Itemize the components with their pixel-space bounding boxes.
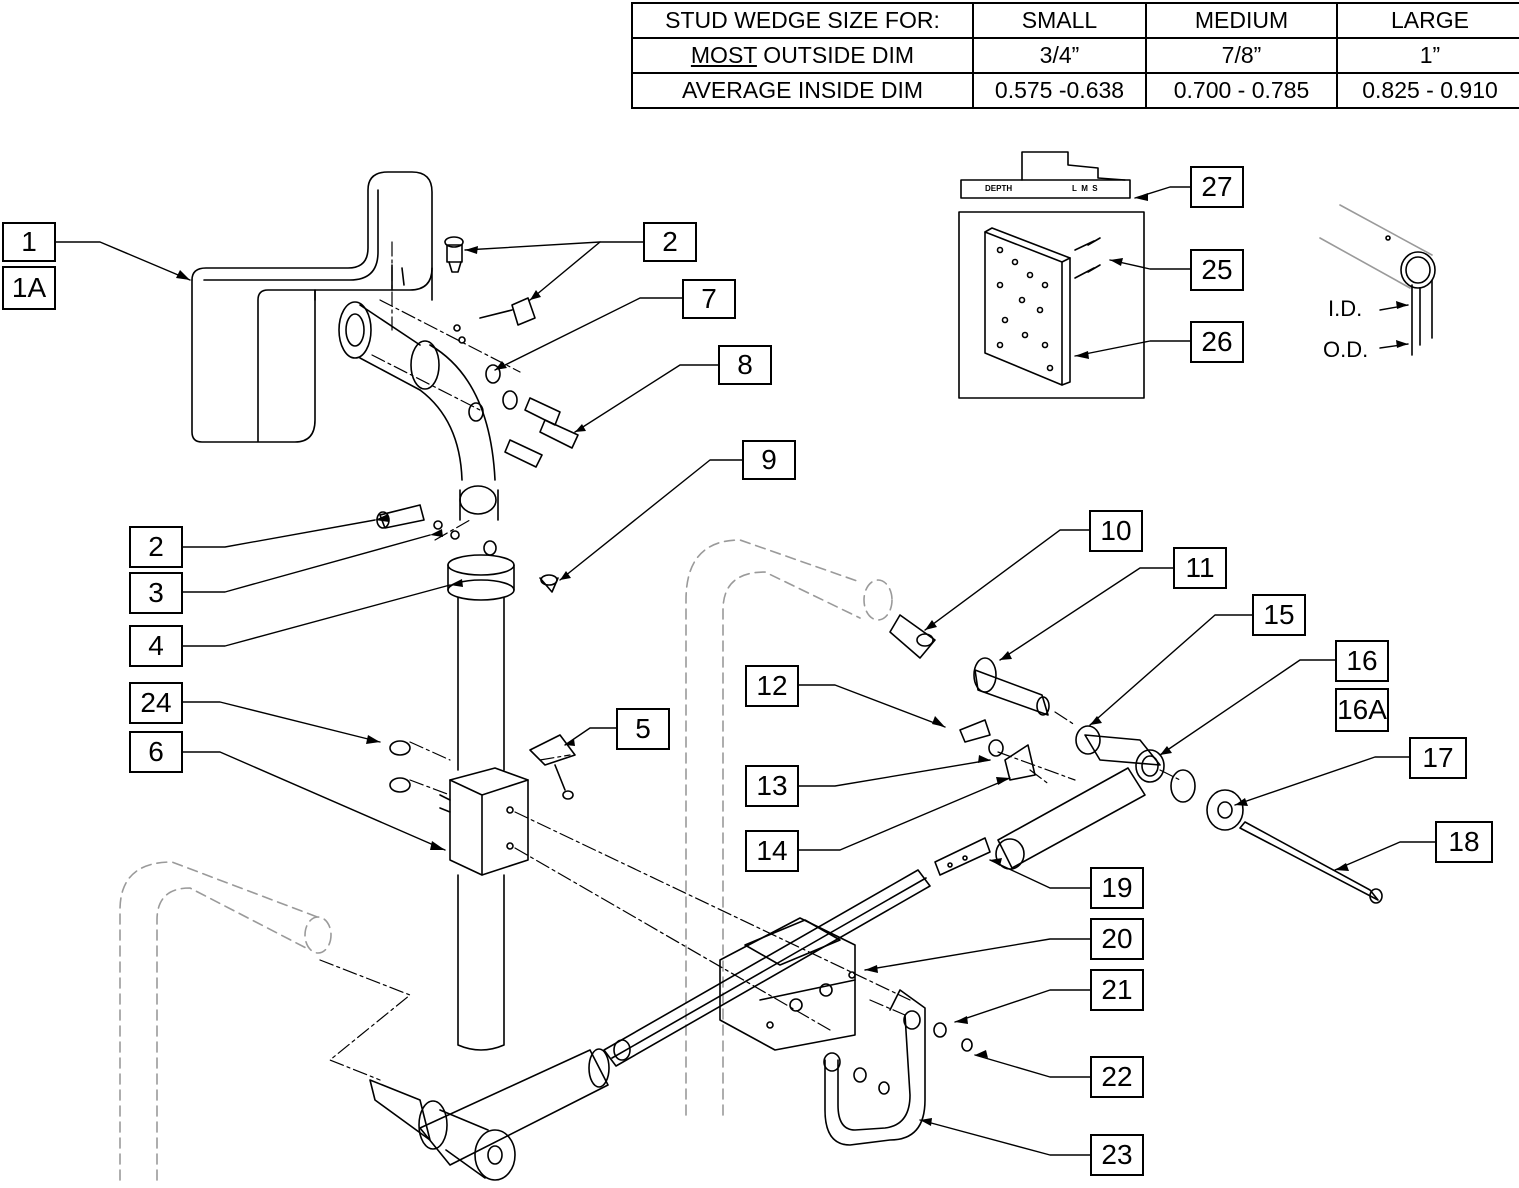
center-lines xyxy=(319,241,1181,1081)
bail-handle xyxy=(823,989,973,1146)
outside-diameter-label: O.D. xyxy=(1323,337,1369,362)
phantom-frame-right xyxy=(119,539,893,1181)
size-table-header-row: STUD WEDGE SIZE FOR: SMALL MEDIUM LARGE xyxy=(631,2,1519,39)
callout-16a: 16A xyxy=(1335,688,1389,732)
callout-23: 23 xyxy=(1090,1134,1144,1176)
tube-illustration xyxy=(1319,204,1436,356)
size-table-header-cell: STUD WEDGE SIZE FOR: xyxy=(631,2,974,39)
clamp-block xyxy=(439,767,529,876)
size-table-row-label: MOST OUTSIDE DIM xyxy=(631,37,974,74)
callout-22: 22 xyxy=(1090,1056,1144,1098)
swing-arm-tubes xyxy=(889,614,1383,904)
front-tube xyxy=(369,1048,610,1181)
size-table-header-cell: SMALL xyxy=(972,2,1147,39)
callout-14: 14 xyxy=(745,830,799,872)
vertical-post xyxy=(447,554,515,1051)
callout-4: 4 xyxy=(129,625,183,667)
callout-7: 7 xyxy=(682,279,736,319)
callout-25: 25 xyxy=(1190,249,1244,291)
callout-13: 13 xyxy=(745,765,799,807)
callout-1: 1 xyxy=(2,222,56,262)
callout-8: 8 xyxy=(718,345,772,385)
inside-diameter-label: I.D. xyxy=(1328,296,1363,321)
size-table-cell: 1” xyxy=(1336,37,1519,74)
callout-3: 3 xyxy=(129,572,183,614)
size-table-cell: 0.575 -0.638 xyxy=(972,72,1147,109)
callout-12: 12 xyxy=(745,665,799,707)
wedge-plate-box xyxy=(958,211,1145,399)
size-table-cell: 3/4” xyxy=(972,37,1147,74)
callout-26: 26 xyxy=(1190,321,1244,363)
size-table-row-outside-dim: MOST OUTSIDE DIM 3/4” 7/8” 1” xyxy=(631,37,1519,74)
hardware-top xyxy=(391,236,579,468)
callout-16: 16 xyxy=(1335,640,1389,682)
hardware-left xyxy=(376,504,576,800)
callout-1a: 1A xyxy=(2,266,56,310)
callout-10: 10 xyxy=(1089,510,1143,552)
lower-rail xyxy=(603,869,931,1067)
callout-9: 9 xyxy=(742,440,796,480)
callout-19: 19 xyxy=(1090,867,1144,909)
callout-2-top: 2 xyxy=(643,222,697,262)
callout-21: 21 xyxy=(1090,969,1144,1011)
callout-24: 24 xyxy=(129,682,183,724)
callout-6: 6 xyxy=(129,731,183,773)
size-table-cell: 0.825 - 0.910 xyxy=(1336,72,1519,109)
size-table-cell: 0.700 - 0.785 xyxy=(1145,72,1338,109)
callout-20: 20 xyxy=(1090,918,1144,960)
stud-wedge-size-table: STUD WEDGE SIZE FOR: SMALL MEDIUM LARGE … xyxy=(631,2,1519,109)
callout-2-left: 2 xyxy=(129,526,183,568)
size-table-header-cell: MEDIUM xyxy=(1145,2,1338,39)
callout-17: 17 xyxy=(1409,737,1467,779)
underlined-word: MOST xyxy=(690,42,757,68)
callout-27: 27 xyxy=(1190,166,1244,208)
size-table-header-cell: LARGE xyxy=(1336,2,1519,39)
size-table-row-label: AVERAGE INSIDE DIM xyxy=(631,72,974,109)
depth-gauge-label: DEPTH xyxy=(985,184,1013,193)
size-table-row-inside-dim: AVERAGE INSIDE DIM 0.575 -0.638 0.700 - … xyxy=(631,72,1519,109)
depth-gauge xyxy=(960,151,1131,199)
arrowheads xyxy=(176,193,1408,1126)
depth-gauge-sizes: L M S xyxy=(1072,184,1098,193)
callout-5: 5 xyxy=(616,708,670,750)
callout-11: 11 xyxy=(1173,547,1227,589)
callout-18: 18 xyxy=(1435,821,1493,863)
callout-15: 15 xyxy=(1252,594,1306,636)
leader-lines xyxy=(55,186,1436,1156)
size-table-cell: 7/8” xyxy=(1145,37,1338,74)
row-label-rest: OUTSIDE DIM xyxy=(756,42,915,68)
armrest-pad xyxy=(191,171,433,443)
arm-bracket xyxy=(338,301,499,556)
